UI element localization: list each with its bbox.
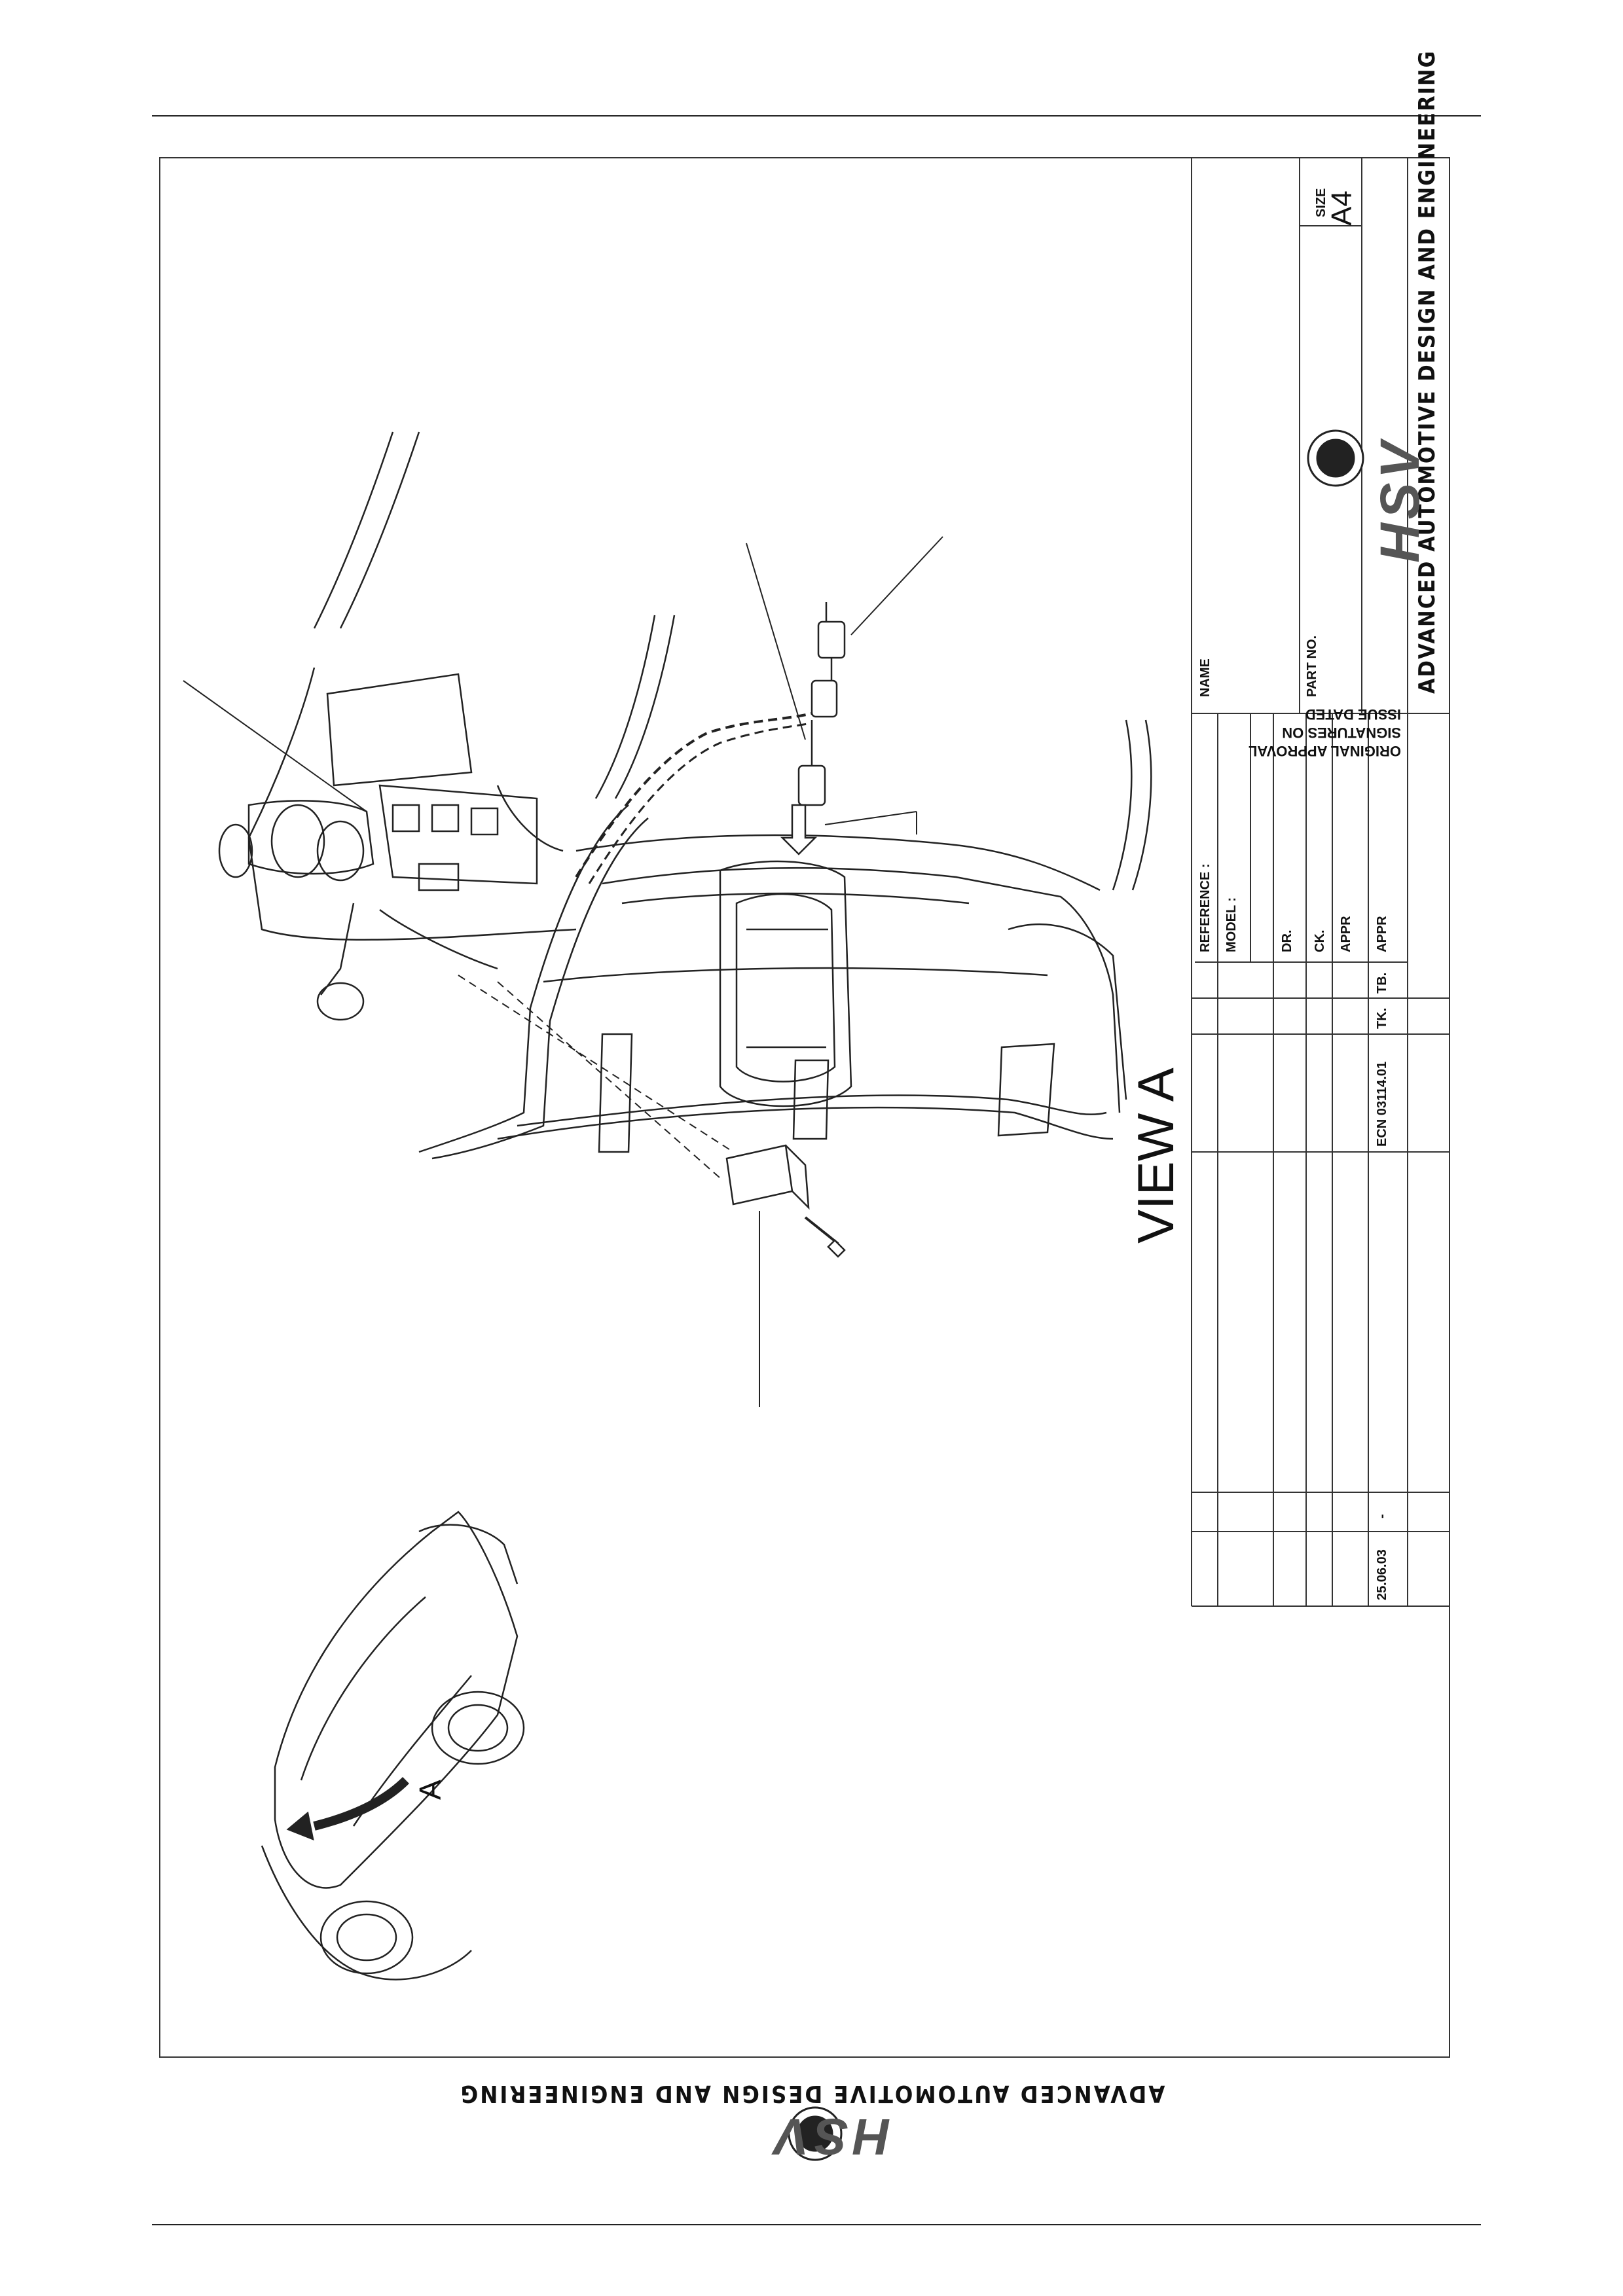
footer-company: ADVANCED AUTOMOTIVE DESIGN AND ENGINEERI… (406, 2080, 1218, 2107)
approval-note-2: SIGNATURES ON (1282, 724, 1401, 741)
part-no-label: PART NO. (1305, 636, 1320, 697)
car-overview-drawing (262, 1512, 524, 1979)
view-label: VIEW A (1126, 1067, 1186, 1244)
tb-label: TB. (1375, 973, 1390, 994)
approval-note-1: ORIGINAL APPROVAL (1249, 742, 1401, 759)
appr2-label: APPR (1375, 916, 1390, 952)
name-label: NAME (1198, 658, 1213, 697)
approval-note-3: ISSUE DATED (1305, 706, 1401, 723)
issue-date: 25.06.03 (1375, 1549, 1390, 1600)
callout-letter: A (412, 1780, 448, 1800)
dr-label: DR. (1280, 930, 1295, 952)
title-block-grid (1192, 157, 1450, 1606)
tk-label: TK. (1375, 1008, 1390, 1029)
reference-label: REFERENCE : (1198, 863, 1213, 952)
dash-value: - (1375, 1514, 1390, 1518)
roof-lining-drawing (314, 432, 1151, 1158)
ecn-number: ECN 03114.01 (1375, 1062, 1390, 1147)
size-value: A4 (1326, 190, 1359, 226)
model-label: MODEL : (1224, 897, 1239, 952)
bracket-screw-drawing (727, 1145, 845, 1407)
footer-logo-text: HSV (770, 2107, 890, 2166)
hsv-logo-graphic (1308, 431, 1363, 486)
hsv-logo-text: HSV (1368, 438, 1432, 563)
ck-label: CK. (1313, 930, 1328, 952)
rear-panel-drawing (219, 668, 576, 1020)
title-block-company: ADVANCED AUTOMOTIVE DESIGN AND ENGINEERI… (1414, 50, 1440, 694)
wiring-harness-drawing (576, 602, 845, 884)
appr-label: APPR (1339, 916, 1354, 952)
